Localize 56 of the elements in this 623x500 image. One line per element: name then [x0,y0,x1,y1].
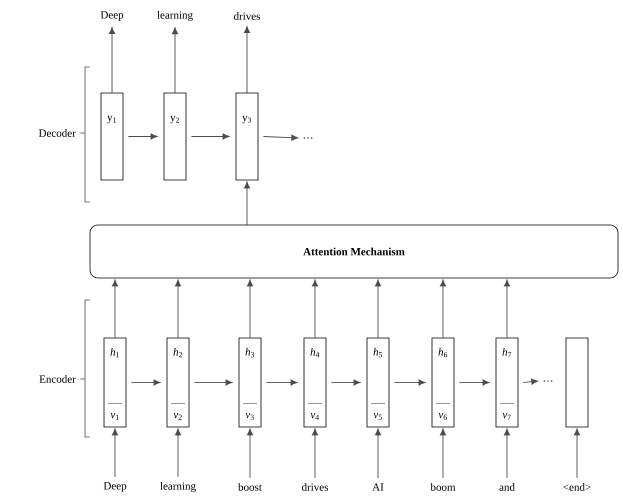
arrow [440,280,446,338]
arrow [374,428,382,479]
encoder-cell: h$_{3}$ v$_{3}$ [238,338,262,428]
decoder-cell: y$_{1}$ [100,92,124,180]
word-label: Deep [104,482,126,492]
arrow [108,27,116,94]
arrow [312,280,318,338]
arrow [312,428,318,478]
arrow [522,378,538,385]
encoder-cell: h$_{1}$ v$_{1}$ [104,338,126,428]
arrow [194,379,232,386]
arrow [504,428,510,478]
word-label: learning [157,11,193,21]
word-label: Deep [100,11,124,21]
word-label: drives [234,12,260,20]
section-label: Encoder [39,375,76,383]
word-label: <end> [563,483,591,491]
encoder-cell: h$_{5}$ v$_{5}$ [366,338,390,428]
section-label: Decoder [38,129,76,137]
arrow [244,26,250,94]
arrow [504,280,510,338]
arrow [266,379,298,386]
encoder-cell: h$_{4}$ v$_{4}$ [304,338,326,428]
arrow [172,27,178,94]
arrow [374,280,382,338]
decoder-cell: y$_{2}$ [164,92,186,180]
arrow [174,280,182,338]
arrow [330,379,360,386]
word-label: and [499,483,515,491]
empty-cell [566,338,588,428]
arrow [190,133,230,140]
encoder-cell: h$_{2}$ v$_{2}$ [166,338,190,428]
decoder-cell: y$_{3}$ [236,92,258,180]
arrow [112,280,118,338]
arrow [130,379,160,386]
arrow [394,379,426,386]
ellipsis: … [544,380,552,382]
arrow [128,133,158,140]
arrow [112,428,118,478]
arrow [174,428,182,478]
arrow [246,280,254,338]
word-label: AI [372,483,384,491]
word-label: boom [430,483,456,491]
arrow [262,134,298,141]
encoder-cell: h$_{7}$ v$_{7}$ [496,338,518,428]
arrow [574,428,580,478]
word-label: boost [238,483,262,491]
encoder-cell: h$_{6}$ v$_{6}$ [432,338,454,428]
arrow [244,182,250,226]
word-label: learning [160,482,196,492]
arrow [440,428,446,478]
ellipsis: … [304,137,312,139]
arrow [458,379,490,386]
arrow [246,428,254,478]
attention-box: Attention Mechanism [90,224,618,278]
word-label: drives [302,483,328,491]
